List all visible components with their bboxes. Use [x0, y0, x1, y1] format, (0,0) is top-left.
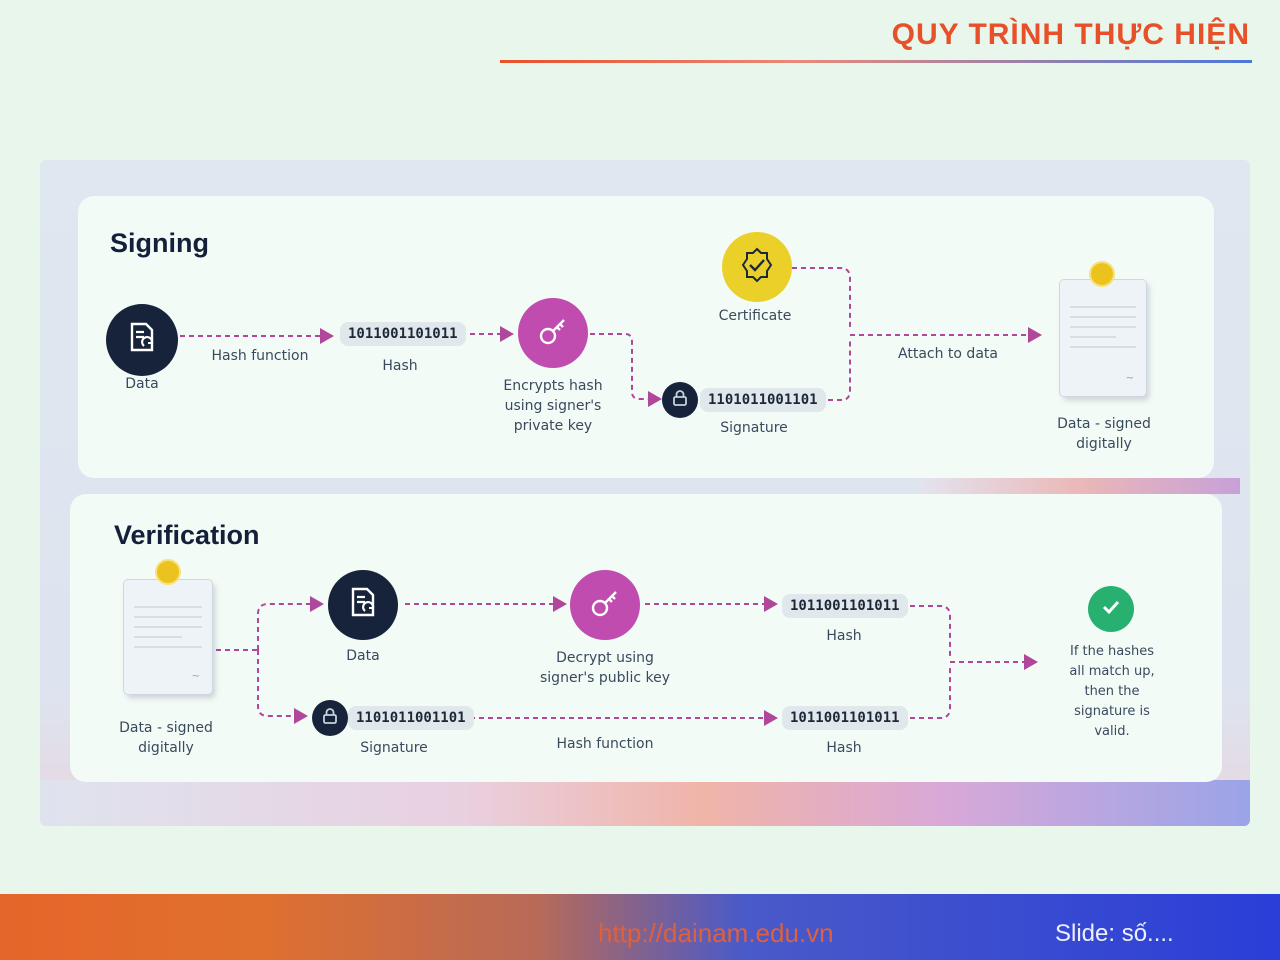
- verification-panel: [70, 494, 1222, 782]
- signing-signed-document: ~: [1060, 280, 1146, 396]
- certificate-label: Certificate: [718, 308, 792, 324]
- signing-signed-label: Data - signed digitally: [1057, 416, 1151, 452]
- signing-key-node: [518, 298, 588, 368]
- arrow-split-to-data: [257, 596, 324, 650]
- verification-lock-node: [312, 700, 348, 736]
- key-icon: [535, 313, 571, 353]
- signed-document-icon: [157, 561, 179, 583]
- verification-data-label: Data: [346, 648, 380, 664]
- verification-signed-label: Data - signed digitally: [119, 720, 213, 756]
- verification-key-node: [570, 570, 640, 640]
- line-certificate-to-join: [792, 267, 851, 330]
- verification-hash-bottom-label: Hash: [826, 740, 862, 756]
- document-sync-icon: [345, 585, 381, 625]
- footer-bar: [0, 894, 1280, 960]
- signing-hash-value: 1011001101011: [340, 322, 466, 346]
- signing-encrypt-label: Encrypts hash using signer's private key: [503, 378, 603, 434]
- frame-gradient-middle: [920, 478, 1240, 494]
- line-hash-bottom-to-join: [910, 668, 951, 719]
- signing-signature-value: 1101011001101: [700, 388, 826, 412]
- signed-document-icon: [1091, 263, 1113, 285]
- signing-hash-label: Hash: [382, 358, 418, 374]
- verification-signature-label: Signature: [360, 740, 428, 756]
- verification-signature-value: 1101011001101: [348, 706, 474, 730]
- verification-hash-function-label: Hash function: [556, 736, 654, 752]
- signing-lock-node: [662, 382, 698, 418]
- verification-heading: Verification: [114, 520, 260, 550]
- slide-title: QUY TRÌNH THỰC HIỆN: [891, 18, 1250, 51]
- signing-heading: Signing: [110, 228, 209, 258]
- signing-data-node: [106, 304, 178, 376]
- frame-gradient-bottom: [40, 780, 1250, 826]
- key-icon: [587, 585, 623, 625]
- footer-url-link[interactable]: http://dainam.edu.vn: [598, 918, 834, 948]
- signing-signature-label: Signature: [720, 420, 788, 436]
- verification-decrypt-label: Decrypt using signer's public key: [540, 650, 670, 686]
- verification-hash-bottom-value: 1011001101011: [782, 706, 908, 730]
- certificate-node: [722, 232, 792, 302]
- title-underline: [500, 60, 1252, 63]
- lock-icon: [671, 389, 689, 411]
- verification-signed-document: ~: [124, 580, 212, 694]
- certificate-badge-icon: [737, 245, 777, 289]
- verification-result-label: If the hashes all match up, then the sig…: [1069, 644, 1155, 739]
- attach-to-data-label: Attach to data: [898, 346, 998, 362]
- arrow-key-to-signature: [590, 333, 662, 407]
- valid-result-node: [1088, 586, 1134, 632]
- line-signature-to-join: [828, 340, 851, 401]
- verification-data-node: [328, 570, 398, 640]
- arrow-split-to-signature: [257, 650, 308, 724]
- signing-panel: [78, 196, 1214, 478]
- lock-icon: [321, 707, 339, 729]
- check-circle-icon: [1098, 594, 1124, 624]
- signing-hash-function-label: Hash function: [211, 348, 309, 364]
- verification-hash-top-value: 1011001101011: [782, 594, 908, 618]
- line-hash-top-to-join: [910, 605, 951, 656]
- signing-data-label: Data: [125, 376, 159, 392]
- verification-hash-top-label: Hash: [826, 628, 862, 644]
- footer-slide-number: Slide: số....: [1055, 920, 1174, 947]
- document-sync-icon: [124, 320, 160, 360]
